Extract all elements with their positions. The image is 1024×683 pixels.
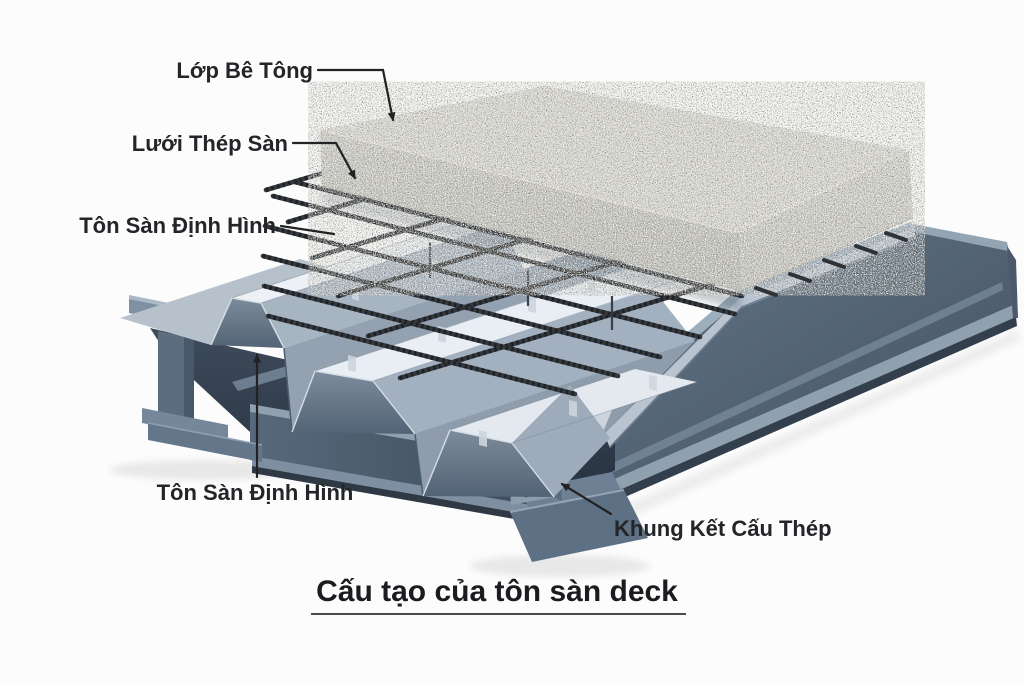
right-girder-bottom-flange bbox=[566, 305, 1016, 512]
leader-steel-frame bbox=[560, 482, 613, 516]
left-girder-bottom-shadow bbox=[252, 466, 560, 527]
label-steel-frame: Khung Kết Cấu Thép bbox=[614, 516, 832, 541]
leader-deck-sheet-top bbox=[279, 224, 336, 236]
label-deck-sheet-top: Tôn Sàn Định Hình bbox=[79, 213, 276, 238]
concrete-top-face bbox=[320, 86, 909, 233]
concrete-front-face bbox=[320, 130, 740, 291]
deck-rib-end bbox=[292, 371, 415, 434]
right-girder-end-cap bbox=[1007, 246, 1018, 318]
right-girder-web-highlight bbox=[598, 282, 1003, 479]
label-concrete-layer: Lớp Bê Tông bbox=[176, 58, 313, 83]
deck-rib-end bbox=[423, 430, 554, 497]
deck-fascia bbox=[604, 228, 916, 448]
mesh-stub-bars bbox=[754, 231, 908, 297]
label-deck-sheet-bottom: Tôn Sàn Định Hình bbox=[157, 480, 354, 505]
concrete-side-face bbox=[738, 150, 913, 291]
leader-concrete-layer bbox=[316, 68, 396, 122]
ground-shadows bbox=[110, 330, 1022, 577]
right-girder-bottom-shadow bbox=[569, 317, 1017, 521]
left-girder-bottom-flange bbox=[252, 456, 560, 520]
leader-steel-mesh bbox=[291, 141, 357, 180]
right-girder-top-flange-end bbox=[913, 224, 1009, 251]
deck-rib-end bbox=[211, 298, 284, 348]
diagram-title: Cấu tạo của tôn sàn deck bbox=[316, 575, 678, 608]
label-steel-mesh: Lưới Thép Sàn bbox=[132, 131, 288, 156]
concrete-slab bbox=[319, 86, 914, 292]
